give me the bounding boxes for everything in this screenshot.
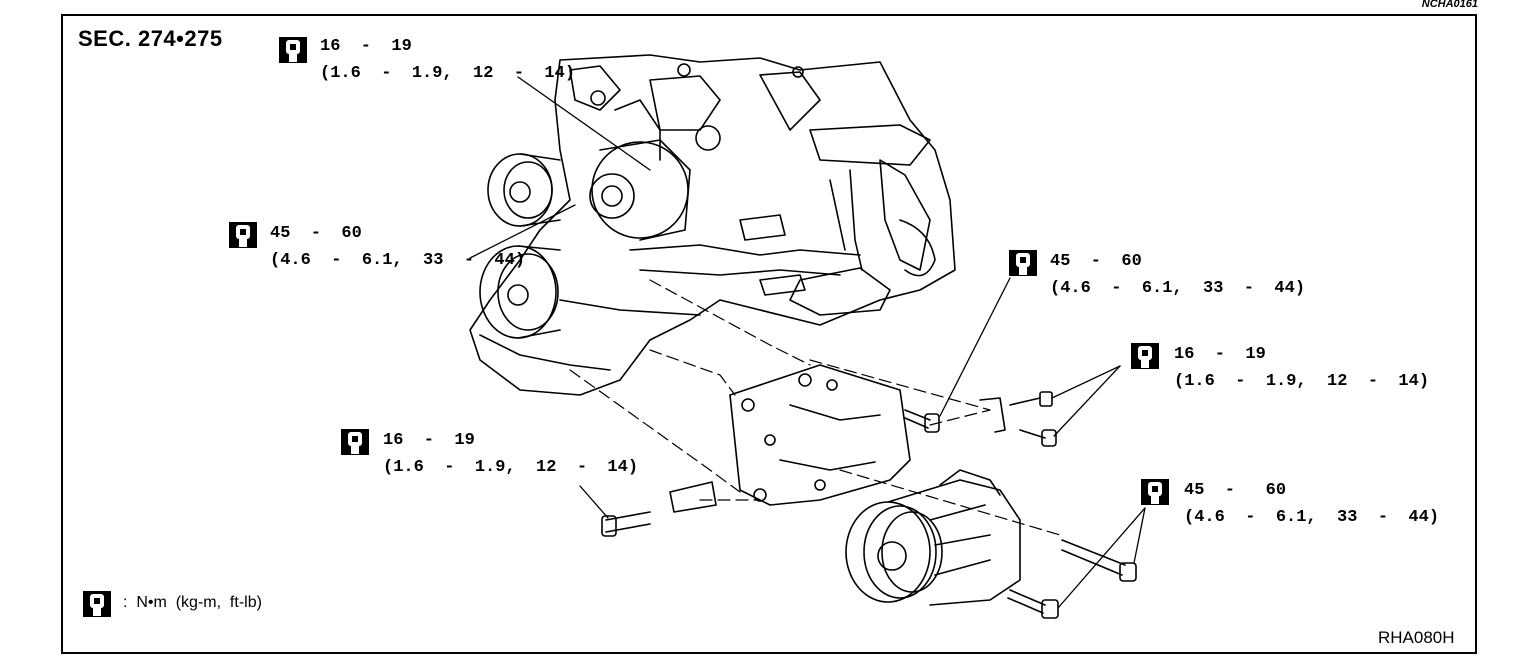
upper-pulley [487,153,561,227]
engine-block [469,54,956,396]
torque-range: 45 - 60 [1184,481,1287,500]
ac-compressor [845,469,1021,606]
compressor-bracket [729,364,911,506]
torque-detail: (1.6 - 1.9, 12 - 14) [320,64,576,83]
torque-wrench-icon [341,429,369,455]
bolt-upper-right [904,409,940,433]
torque-range: 45 - 60 [270,224,362,243]
bracket-clip [979,391,1057,447]
torque-detail: (1.6 - 1.9, 12 - 14) [383,458,639,477]
torque-wrench-icon [229,222,257,248]
section-title: SEC. 274•275 [78,26,223,51]
alternator [589,99,691,241]
torque-range: 16 - 19 [320,37,412,56]
legend-units: : N•m (kg-m, ft-lb) [123,594,262,611]
leader-lines [469,76,1146,609]
torque-detail: (4.6 - 6.1, 33 - 44) [1184,508,1440,527]
diagram-frame [61,14,1477,654]
torque-detail: (4.6 - 6.1, 33 - 44) [1050,279,1306,298]
bolt-long-upper [1061,539,1137,582]
torque-detail: (1.6 - 1.9, 12 - 14) [1174,372,1430,391]
torque-range: 45 - 60 [1050,252,1142,271]
torque-wrench-icon [1009,250,1037,276]
torque-wrench-icon [279,37,307,63]
torque-detail: (4.6 - 6.1, 33 - 44) [270,251,526,270]
bolt-long-lower [1007,589,1059,619]
bracket-plate-left [669,481,717,513]
torque-wrench-icon [1131,343,1159,369]
torque-wrench-icon [1141,479,1169,505]
bolt-left [601,511,651,537]
torque-range: 16 - 19 [1174,345,1266,364]
legend-torque-icon [83,591,111,617]
document-code: NCHA0161 [1421,0,1478,10]
crank-pulley [479,245,561,339]
torque-range: 16 - 19 [383,431,475,450]
alignment-lines [569,279,1061,536]
figure-id: RHA080H [1378,628,1455,647]
